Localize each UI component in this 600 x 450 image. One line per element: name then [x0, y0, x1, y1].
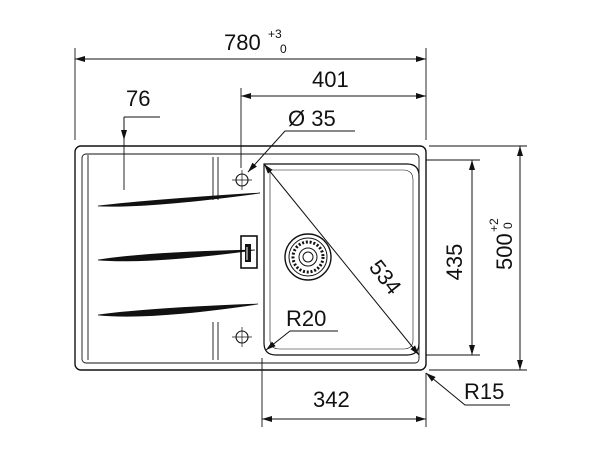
bowl-offset-label: 401: [312, 67, 349, 92]
overall-width-tol-lower: 0: [280, 42, 287, 56]
dimension-lines: [75, 56, 523, 422]
inner-radius-label: R20: [286, 306, 326, 331]
bowl-diagonal-label: 534: [364, 255, 406, 299]
overall-depth-label: 500: [492, 233, 517, 270]
leader-tap-hole: [247, 130, 355, 173]
extension-lines: [74, 48, 527, 427]
drainer-groove: [97, 249, 256, 262]
overall-width-tol-upper: +3: [268, 27, 282, 41]
drain-offset-label: 76: [126, 86, 150, 111]
overall-width-label: 780: [224, 30, 261, 55]
drainer-groove: [97, 303, 259, 317]
drainer-grooves: [97, 192, 261, 317]
tap-hole-top: [232, 170, 252, 190]
overflow-slot: [240, 235, 258, 269]
leader-outer-radius: [425, 372, 510, 406]
tap-hole-diameter-label: Ø 35: [288, 106, 336, 131]
drain: [284, 233, 332, 281]
dimension-labels: 780 +3 0 401 76 Ø 35 534 R20 342 R15 435…: [126, 27, 517, 412]
bowl-height-label: 435: [442, 244, 467, 281]
leader-lines: [247, 130, 510, 406]
dim-line-diagonal: [263, 163, 420, 356]
bowl-width-label: 342: [313, 387, 350, 412]
sink-outer-edge: [74, 145, 427, 371]
drainer-area: [87, 155, 219, 360]
drainer-groove: [97, 192, 261, 207]
outer-radius-label: R15: [464, 379, 504, 404]
leader-inner-radius: [265, 330, 338, 351]
tap-hole-bottom: [232, 327, 252, 347]
overall-depth-tol-upper: +2: [487, 218, 501, 232]
overall-depth-tol-lower: 0: [501, 222, 515, 229]
